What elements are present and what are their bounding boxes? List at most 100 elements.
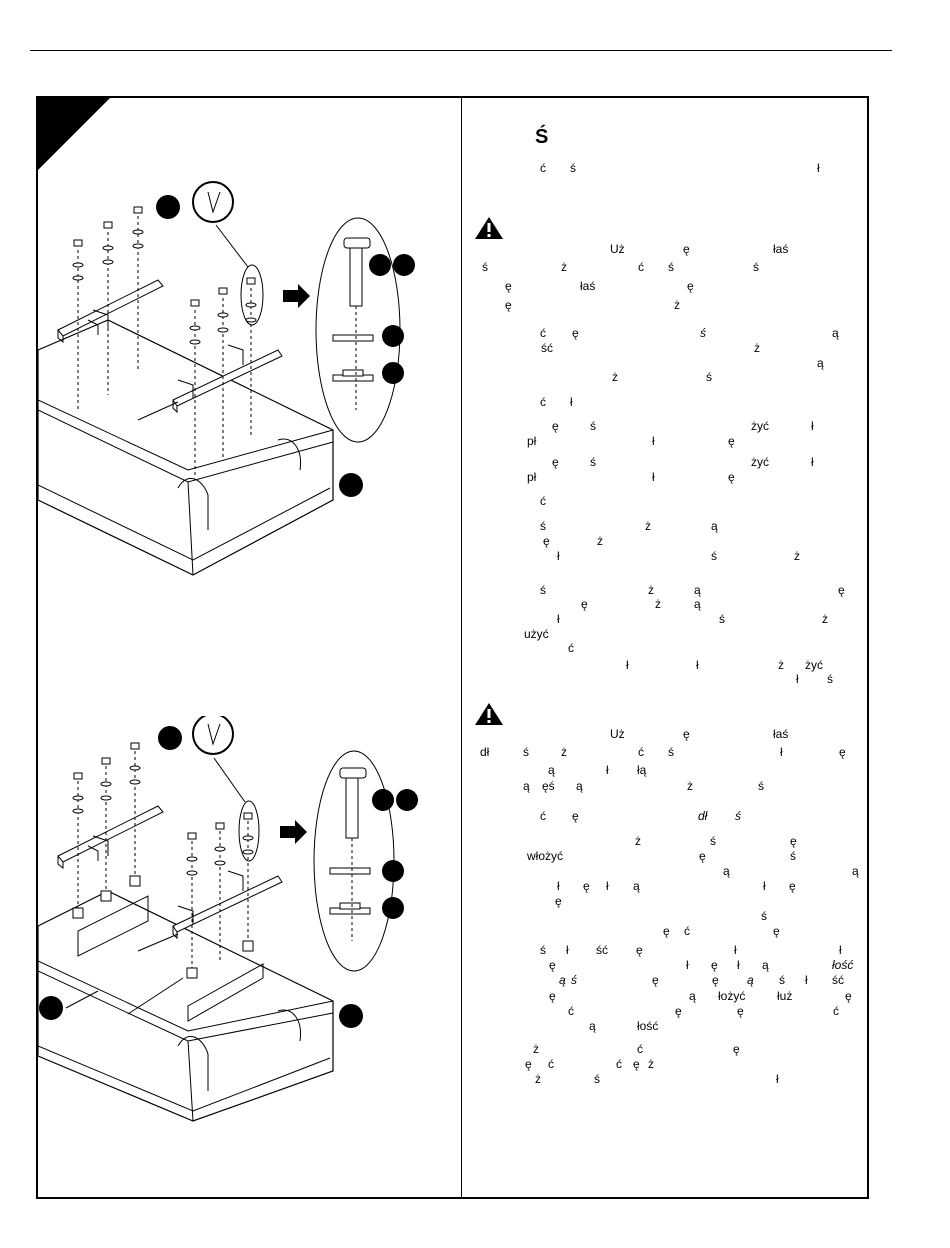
glyph: ś — [735, 809, 741, 823]
glyph: ę — [711, 958, 718, 972]
warning-triangle-icon — [475, 217, 503, 239]
glyph: ł — [811, 419, 814, 433]
glyph: ł — [696, 658, 699, 672]
glyph: ą — [576, 779, 583, 793]
glyph: ą — [694, 597, 701, 611]
glyph: ć — [684, 924, 690, 938]
glyph: ł — [839, 943, 842, 957]
glyph: ł — [557, 879, 560, 893]
glyph: Uż — [610, 242, 625, 256]
glyph: ż — [754, 341, 760, 355]
glyph: łość — [637, 1019, 659, 1033]
glyph: łuż — [777, 989, 793, 1003]
glyph: ł — [566, 943, 569, 957]
glyph: ż — [597, 534, 603, 548]
glyph: ć — [540, 809, 546, 823]
glyph: ę — [845, 989, 852, 1003]
glyph: ą — [711, 519, 718, 533]
glyph: ą — [832, 326, 839, 340]
glyph: ę — [583, 879, 590, 893]
glyph: ś — [668, 745, 674, 759]
glyph: ą — [633, 879, 640, 893]
glyph: ł — [763, 879, 766, 893]
glyph: ś — [790, 849, 796, 863]
glyph: dł — [480, 745, 490, 759]
glyph: ś — [711, 549, 717, 563]
warning-triangle-icon — [475, 703, 503, 725]
glyph: dł — [698, 809, 708, 823]
glyph: ę — [555, 894, 562, 908]
glyph: ś — [753, 260, 759, 274]
glyph: ż — [822, 612, 828, 626]
glyph: ę — [737, 1004, 744, 1018]
glyph: użyć — [524, 627, 549, 641]
glyph: ł — [606, 763, 609, 777]
glyph: ż — [687, 779, 693, 793]
glyph: ł — [606, 879, 609, 893]
glyph: Uż — [610, 727, 625, 741]
glyph: ę — [712, 973, 719, 987]
page-frame — [36, 96, 869, 1199]
glyph: ć — [638, 260, 644, 274]
glyph: ś — [710, 834, 716, 848]
glyph: ć — [568, 1004, 574, 1018]
glyph: ś — [827, 672, 833, 686]
glyph: ę — [773, 924, 780, 938]
glyph: ś — [779, 973, 785, 987]
glyph: ś — [571, 973, 577, 987]
glyph: ś — [540, 583, 546, 597]
glyph: ą — [694, 583, 701, 597]
glyph: żyć — [751, 419, 769, 433]
glyph: ę — [525, 1057, 532, 1071]
glyph: ę — [636, 943, 643, 957]
glyph: ęś — [542, 779, 555, 793]
glyph: włożyć — [527, 849, 564, 863]
glyph: ś — [719, 612, 725, 626]
glyph: ś — [540, 943, 546, 957]
glyph: ść — [596, 943, 608, 957]
glyph: ł — [557, 612, 560, 626]
glyph: ż — [561, 260, 567, 274]
assembly-illustration-top — [38, 181, 415, 576]
glyph: ą — [817, 356, 824, 370]
glyph: ę — [728, 434, 735, 448]
glyph: ę — [789, 879, 796, 893]
glyph: ś — [590, 455, 596, 469]
assembly-illustration-bottom — [38, 716, 418, 1122]
glyph: żyć — [751, 455, 769, 469]
glyph: ł — [737, 958, 740, 972]
glyph: łaś — [773, 242, 789, 256]
step-corner-marker — [38, 98, 110, 170]
glyph: ą — [747, 973, 754, 987]
glyph: żyć — [805, 658, 823, 672]
glyph: ż — [778, 658, 784, 672]
glyph: ę — [839, 745, 846, 759]
glyph: ł — [805, 973, 808, 987]
glyph: ą — [548, 763, 555, 777]
glyph: ę — [543, 534, 550, 548]
glyph: ść — [832, 973, 844, 987]
glyph: ą — [589, 1019, 596, 1033]
glyph: ć — [548, 1057, 554, 1071]
glyph: ść — [541, 341, 553, 355]
glyph: ę — [652, 973, 659, 987]
glyph: ę — [699, 849, 706, 863]
glyph: ć — [833, 1004, 839, 1018]
glyph: ć — [540, 494, 546, 508]
glyph: ż — [561, 745, 567, 759]
glyph: ł — [570, 395, 573, 409]
glyph: ś — [594, 1072, 600, 1086]
glyph: ż — [655, 597, 661, 611]
glyph: ż — [645, 519, 651, 533]
glyph: ę — [549, 958, 556, 972]
glyph: ż — [648, 1057, 654, 1071]
glyph: ę — [572, 326, 579, 340]
glyph: ę — [683, 242, 690, 256]
glyph: ą — [762, 958, 769, 972]
glyph: ę — [552, 455, 559, 469]
glyph: pł — [527, 434, 537, 448]
glyph: łaś — [580, 279, 596, 293]
glyph: ę — [687, 279, 694, 293]
glyph: ł — [796, 672, 799, 686]
glyph: ć — [540, 161, 546, 175]
